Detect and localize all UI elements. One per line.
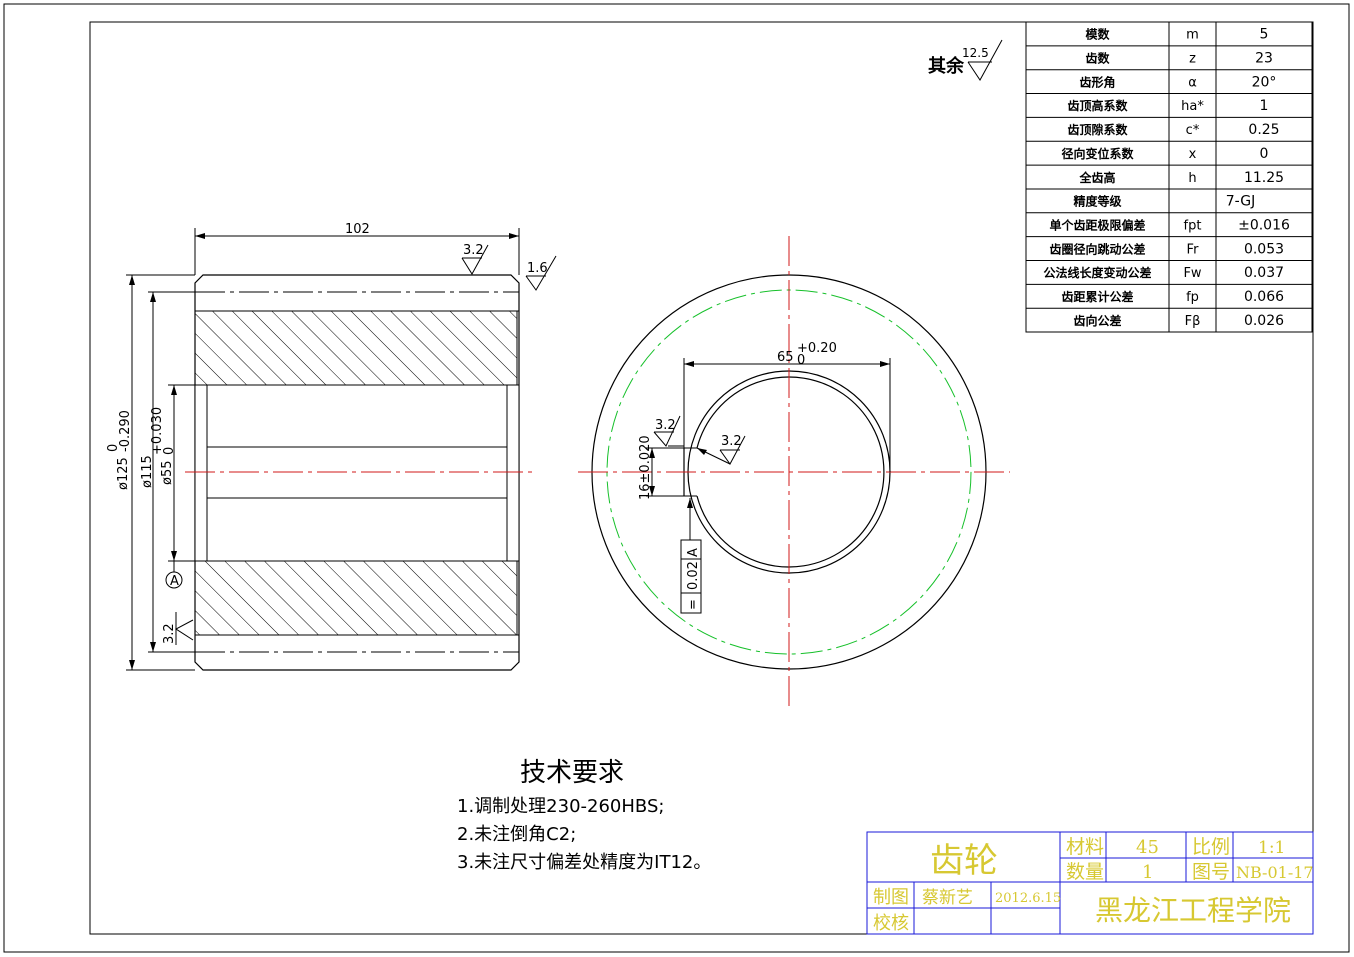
svg-text:65: 65 (777, 350, 794, 365)
param-value: 1 (1260, 98, 1269, 114)
svg-text:1: 1 (1142, 862, 1153, 883)
param-name: 齿向公差 (1073, 313, 1121, 328)
param-name: 全齿高 (1078, 170, 1115, 185)
param-symbol: c* (1186, 123, 1200, 138)
param-symbol: x (1189, 147, 1197, 162)
param-name: 公法线长度变动公差 (1043, 265, 1151, 280)
param-name: 模数 (1085, 27, 1110, 42)
svg-text:齿轮: 齿轮 (930, 841, 998, 881)
svg-text:制图: 制图 (873, 887, 909, 908)
svg-text:1:1: 1:1 (1258, 838, 1285, 858)
param-value: 0.066 (1244, 289, 1284, 305)
datum-a: A (165, 561, 183, 589)
param-symbol: Fw (1183, 266, 1201, 281)
title-block (866, 831, 1314, 935)
svg-text:3.未注尺寸偏差处精度为IT12。: 3.未注尺寸偏差处精度为IT12。 (457, 852, 711, 873)
param-value: 20° (1252, 74, 1277, 90)
param-name: 齿圈径向跳动公差 (1049, 241, 1145, 256)
svg-text:数量: 数量 (1066, 861, 1104, 883)
svg-text:=: = (686, 599, 701, 610)
param-symbol: fpt (1184, 218, 1202, 233)
svg-text:3.2: 3.2 (162, 623, 177, 644)
svg-text:其余: 其余 (928, 55, 965, 77)
param-name: 齿顶隙系数 (1067, 122, 1128, 137)
title-block-text: 齿轮 材料 45 比例 1:1 数量 1 图号 NB-01-17 制图 蔡新艺 … (873, 836, 1314, 934)
svg-text:3.2: 3.2 (721, 434, 742, 449)
outer-border (3, 3, 1350, 953)
svg-text:1.调制处理230-260HBS;: 1.调制处理230-260HBS; (457, 796, 664, 817)
param-symbol: z (1189, 52, 1196, 67)
svg-text:图号: 图号 (1192, 861, 1230, 883)
hatch-upper (194, 310, 518, 386)
param-value: 0.053 (1244, 241, 1284, 257)
param-value: 0.25 (1248, 122, 1279, 138)
param-name: 齿形角 (1079, 74, 1115, 89)
inner-border (89, 21, 1314, 935)
param-value: 7-GJ (1226, 194, 1255, 210)
svg-text:黑龙江工程学院: 黑龙江工程学院 (1095, 894, 1291, 927)
param-value: 5 (1260, 27, 1269, 43)
param-name: 单个齿距极限偏差 (1049, 217, 1145, 232)
svg-text:0: 0 (106, 444, 121, 452)
front-view: 65 +0.20 0 16±0.020 3.2 3.2 A (578, 236, 1010, 710)
param-symbol: fp (1186, 290, 1199, 305)
svg-text:3.2: 3.2 (463, 243, 484, 258)
param-value: ±0.016 (1238, 217, 1290, 233)
param-name: 精度等级 (1073, 194, 1121, 209)
svg-text:材料: 材料 (1066, 836, 1104, 858)
param-value: 11.25 (1244, 170, 1284, 186)
parameter-table: 模数 m 5 齿数 z 23 齿形角 α 20° 齿顶高系数 ha* 1 齿顶隙系数 c* 0.25 径向变位… (1025, 21, 1313, 333)
param-symbol: m (1186, 28, 1199, 43)
param-name: 径向变位系数 (1061, 146, 1134, 161)
roughness-other: 其余 12.5 (928, 39, 1003, 81)
param-value: 0.026 (1244, 313, 1284, 329)
param-name: 齿顶高系数 (1067, 98, 1128, 113)
tech-requirements: 技术要求 1.调制处理230-260HBS; 2.未注倒角C2; 3.未注尺寸偏… (457, 758, 711, 873)
svg-text:45: 45 (1136, 837, 1159, 858)
param-value: 23 (1255, 51, 1273, 67)
svg-text:1.6: 1.6 (527, 261, 548, 276)
param-name: 齿距累计公差 (1061, 289, 1133, 304)
svg-text:+0.030: +0.030 (150, 407, 165, 455)
svg-text:12.5: 12.5 (962, 46, 989, 60)
tolerance-frame: A 0.02 = (680, 539, 702, 614)
svg-text:技术要求: 技术要求 (520, 758, 624, 788)
svg-text:102: 102 (345, 222, 370, 237)
svg-text:16±0.020: 16±0.020 (638, 435, 653, 500)
param-value: 0.037 (1244, 265, 1284, 281)
hatch-lower (194, 560, 518, 636)
svg-text:比例: 比例 (1192, 836, 1230, 858)
svg-text:A: A (686, 548, 701, 557)
param-value: 0 (1260, 146, 1269, 162)
svg-text:2.未注倒角C2;: 2.未注倒角C2; (457, 824, 576, 845)
svg-text:0.02: 0.02 (686, 561, 701, 590)
svg-text:0: 0 (797, 353, 805, 368)
param-symbol: α (1188, 75, 1197, 90)
svg-text:-0.290: -0.290 (118, 410, 133, 452)
svg-text:ø55: ø55 (160, 461, 175, 486)
svg-text:0: 0 (162, 447, 177, 455)
svg-text:+0.20: +0.20 (797, 341, 837, 356)
param-name: 齿数 (1085, 51, 1110, 66)
svg-text:ø125: ø125 (116, 457, 131, 490)
param-symbol: ha* (1181, 99, 1204, 114)
svg-text:A: A (170, 574, 179, 589)
svg-text:蔡新艺: 蔡新艺 (922, 888, 973, 908)
svg-text:2012.6.15: 2012.6.15 (995, 891, 1061, 906)
side-view: 102 3.2 1.6 ø125 0 -0.290 ø115 (106, 222, 557, 671)
param-symbol: Fβ (1185, 314, 1201, 329)
svg-text:3.2: 3.2 (655, 418, 676, 433)
svg-text:NB-01-17: NB-01-17 (1236, 863, 1314, 882)
svg-text:校核: 校核 (873, 913, 909, 934)
param-symbol: h (1188, 171, 1196, 186)
param-symbol: Fr (1187, 242, 1200, 257)
svg-text:ø115: ø115 (140, 455, 155, 488)
